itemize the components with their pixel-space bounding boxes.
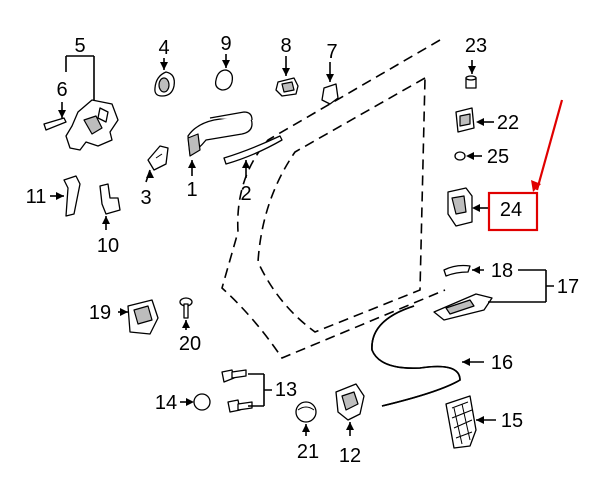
part-9 <box>214 54 234 91</box>
callout-10: 10 <box>97 235 119 257</box>
callout-16: 16 <box>491 352 513 374</box>
highlight-arrow-line <box>535 99 564 191</box>
door-outline <box>221 39 446 359</box>
callout-6: 6 <box>56 79 67 101</box>
callout-7: 7 <box>326 41 337 63</box>
part-22 <box>455 107 494 133</box>
callout-5: 5 <box>74 35 85 57</box>
part-16-cable <box>371 305 484 407</box>
callout-4: 4 <box>158 37 169 59</box>
part-8 <box>275 56 299 97</box>
part-2-strip <box>223 135 283 178</box>
highlight-marker <box>487 99 564 232</box>
part-25 <box>454 151 482 161</box>
callout-23: 23 <box>465 35 487 57</box>
callout-20: 20 <box>179 333 201 355</box>
part-13-screws <box>221 369 272 413</box>
callout-3: 3 <box>140 187 151 209</box>
callout-8: 8 <box>280 35 291 57</box>
callout-25: 25 <box>487 146 509 168</box>
part-7 <box>321 62 339 105</box>
part-11 <box>50 175 81 217</box>
callout-18: 18 <box>491 260 513 282</box>
callout-14: 14 <box>155 392 177 414</box>
part-24 <box>447 187 488 227</box>
callout-1: 1 <box>186 179 197 201</box>
part-18-17-inner-handle <box>433 264 554 321</box>
callout-labels: 5 6 4 9 8 7 3 1 2 11 10 19 20 14 13 21 1… <box>26 33 580 467</box>
highlight-arrow-head <box>531 180 541 192</box>
callout-15: 15 <box>501 410 523 432</box>
part-15-panel <box>445 395 496 449</box>
callout-2: 2 <box>240 183 251 205</box>
latch-assembly <box>43 99 119 151</box>
part-12 <box>335 383 365 436</box>
callout-24: 24 <box>500 199 522 221</box>
callout-17: 17 <box>557 276 579 298</box>
part-1-handle <box>187 111 253 176</box>
part-20 <box>179 297 193 330</box>
callout-11: 11 <box>26 186 47 208</box>
callout-12: 12 <box>339 445 361 467</box>
highlight-box <box>487 191 539 232</box>
part-14 <box>180 393 211 411</box>
callout-13: 13 <box>275 379 297 401</box>
part-23 <box>465 60 477 89</box>
callout-9: 9 <box>220 33 231 55</box>
part-19 <box>118 299 159 335</box>
leader-arrows <box>56 60 484 432</box>
callout-21: 21 <box>297 441 319 463</box>
callout-22: 22 <box>497 112 519 134</box>
callout-19: 19 <box>89 302 111 324</box>
